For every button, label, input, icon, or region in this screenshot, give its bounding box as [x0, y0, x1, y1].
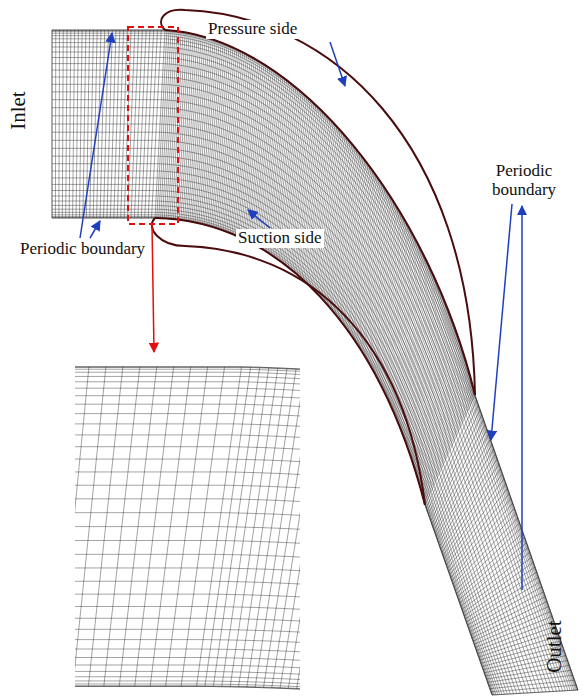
- mesh-pitchwise-lines: [52, 30, 578, 695]
- mesh-boundary: [52, 30, 578, 695]
- zoom-box: [128, 27, 178, 224]
- periodic-boundary-label: Periodic boundary: [18, 240, 147, 259]
- mesh-grid: [52, 30, 578, 695]
- leader-arrow: [90, 221, 100, 238]
- inset-zoom: [75, 367, 300, 696]
- leader-arrow: [330, 42, 345, 86]
- zoom-arrow: [152, 225, 154, 352]
- suction-side-label: Suction side: [236, 229, 324, 248]
- leader-arrow: [248, 210, 270, 228]
- leader-arrow: [491, 204, 512, 440]
- inset-mesh: [75, 367, 300, 696]
- pressure-side-label: Pressure side: [206, 20, 299, 39]
- pressure-side-wall: [165, 30, 475, 395]
- outlet-label: Outlet: [542, 618, 565, 675]
- lower-blade-outline: [152, 218, 425, 505]
- suction-side-wall: [155, 218, 425, 505]
- mesh-streamwise-lines: [52, 30, 578, 695]
- periodic-boundary-label: Periodic boundary: [472, 162, 576, 199]
- leader-arrow: [521, 206, 523, 590]
- leader-arrow: [80, 33, 112, 238]
- inlet-label: Inlet: [7, 89, 30, 131]
- upper-blade-outline: [161, 10, 475, 395]
